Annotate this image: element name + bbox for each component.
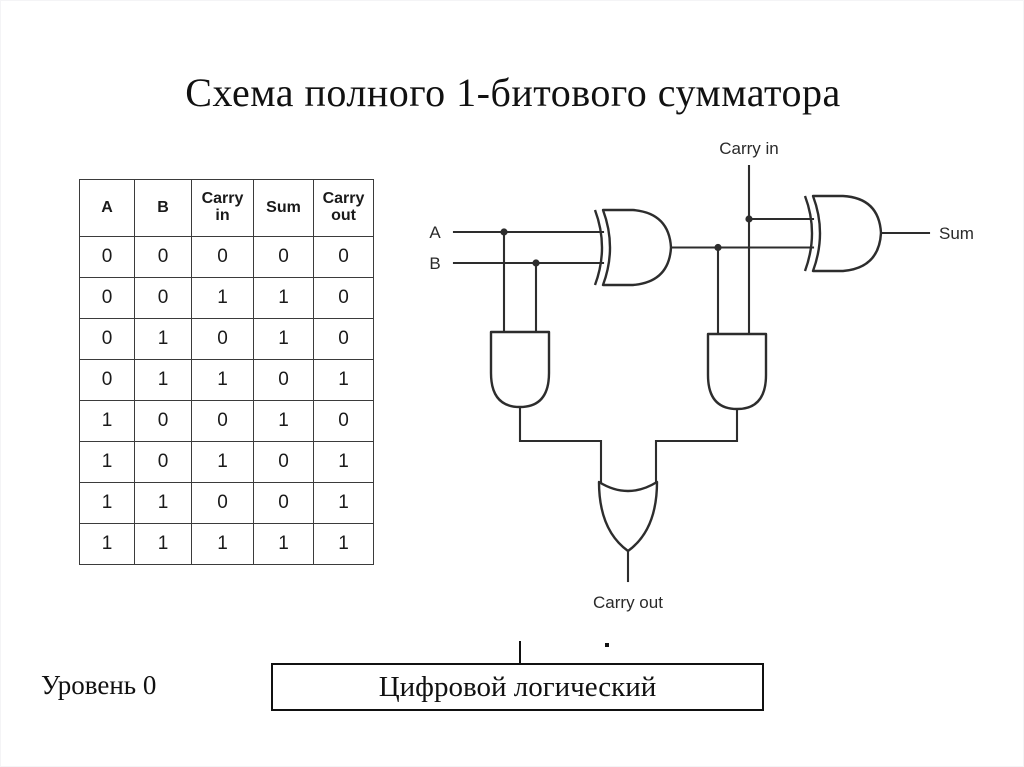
table-cell: 1 [253, 523, 314, 565]
circuit-label-a: A [429, 223, 441, 242]
table-cell: 1 [313, 482, 374, 524]
circuit-label-b: B [429, 254, 440, 273]
table-cell: 1 [134, 482, 192, 524]
table-header-carry-in-line1: Carry [201, 190, 244, 208]
table-cell: 0 [134, 236, 192, 278]
full-adder-circuit-diagram: A B Carry in Sum Carry out [429, 139, 974, 612]
and-gate-2-body [706, 332, 768, 411]
table-cell: 1 [191, 523, 254, 565]
table-cell: 0 [191, 400, 254, 442]
table-cell: 1 [79, 523, 135, 565]
table-cell: 1 [79, 441, 135, 483]
and-gate-1-body [489, 330, 551, 409]
table-cell: 0 [79, 236, 135, 278]
table-header-carry-out-line2: out [331, 207, 356, 224]
table-header-carry-in-line2: in [215, 207, 230, 224]
table-header-sum-line1: Sum [266, 198, 301, 216]
xor-gate-1-body [601, 208, 673, 287]
xor-gate-2-body [811, 194, 883, 273]
layer-box: Цифровой логический [271, 663, 764, 711]
table-header-carry-out-line1: Carry [322, 190, 365, 208]
xor-gate-1 [593, 208, 673, 287]
table-header-row: A B Carry in Sum Carry out [79, 179, 374, 237]
table-cell: 1 [79, 400, 135, 442]
table-cell: 1 [253, 318, 314, 360]
xor-gate-2-back-arc [803, 195, 814, 272]
circuit-label-sum: Sum [939, 224, 974, 243]
table-cell: 0 [191, 482, 254, 524]
junction-dot-a [500, 228, 508, 236]
table-cell: 0 [313, 400, 374, 442]
table-cell: 0 [79, 277, 135, 319]
table-cell: 0 [313, 318, 374, 360]
table-cell: 0 [253, 482, 314, 524]
table-cell: 1 [313, 359, 374, 401]
wire-and1-output [518, 405, 603, 484]
table-cell: 0 [313, 236, 374, 278]
table-cell: 1 [313, 523, 374, 565]
xor-gate-1-back-arc [593, 209, 604, 286]
table-cell: 0 [313, 277, 374, 319]
table-cell: 0 [79, 318, 135, 360]
table-cell: 1 [253, 400, 314, 442]
table-cell: 1 [134, 318, 192, 360]
and-gate-1 [489, 330, 551, 409]
table-cell: 1 [191, 277, 254, 319]
table-cell: 1 [191, 441, 254, 483]
junction-dot-b [532, 259, 540, 267]
level-label: Уровень 0 [41, 670, 157, 700]
table-header-sum: Sum [253, 179, 314, 237]
table-header-b-line1: B [157, 198, 169, 216]
table-cell: 0 [134, 400, 192, 442]
layer-box-connector-tick [519, 641, 521, 663]
table-cell: 0 [191, 318, 254, 360]
table-cell: 1 [79, 482, 135, 524]
table-cell: 0 [191, 236, 254, 278]
xor-gate-2 [803, 194, 883, 273]
and-gate-2 [706, 332, 768, 411]
table-header-a-line1: A [101, 198, 113, 216]
table-header-a: A [79, 179, 135, 237]
circuit-label-carry-out: Carry out [593, 593, 663, 612]
wire-and2-output [654, 407, 739, 484]
or-gate [597, 480, 659, 553]
junction-dot-carry-in [745, 215, 753, 223]
layer-box-connector-dot [605, 643, 609, 647]
table-cell: 1 [253, 277, 314, 319]
junction-dot-xor1-out [714, 243, 722, 252]
layer-box-label: Цифровой логический [378, 670, 657, 703]
table-cell: 1 [313, 441, 374, 483]
table-cell: 0 [134, 277, 192, 319]
table-cell: 1 [134, 523, 192, 565]
table-cell: 0 [79, 359, 135, 401]
or-gate-body [597, 480, 659, 553]
table-cell: 0 [253, 236, 314, 278]
table-header-carry-out: Carry out [313, 179, 374, 237]
table-cell: 1 [191, 359, 254, 401]
circuit-label-carry-in: Carry in [719, 139, 779, 158]
table-cell: 0 [134, 441, 192, 483]
table-cell: 1 [134, 359, 192, 401]
table-cell: 0 [253, 441, 314, 483]
table-header-carry-in: Carry in [191, 179, 254, 237]
table-cell: 0 [253, 359, 314, 401]
table-header-b: B [134, 179, 192, 237]
page-title: Схема полного 1-битового сумматора [185, 70, 841, 115]
